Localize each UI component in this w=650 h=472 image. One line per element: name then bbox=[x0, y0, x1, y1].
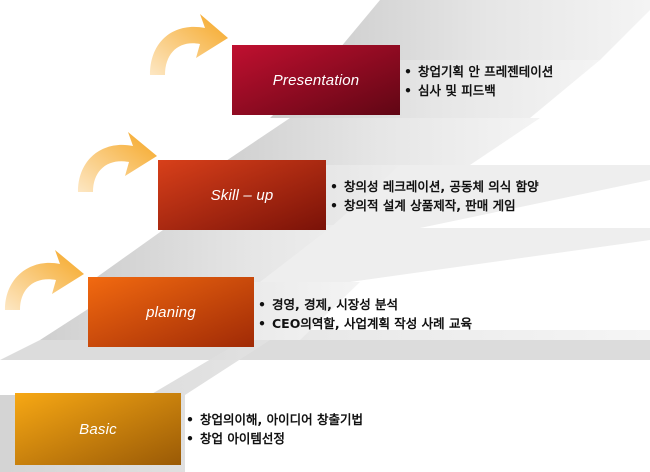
step-box-bg-planing bbox=[88, 277, 254, 347]
step-title: Basic bbox=[79, 420, 117, 438]
step-box-bg-presentation bbox=[232, 45, 400, 115]
bullet-list-presentation: •창업기획 안 프레젠테이션 •심사 및 피드백 bbox=[404, 62, 553, 100]
bullet-list-planing: •경영, 경제, 시장성 분석 •CEO의역할, 사업계획 작성 사례 교육 bbox=[258, 295, 472, 333]
bullet-item: •CEO의역할, 사업계획 작성 사례 교육 bbox=[258, 316, 472, 331]
bullet-item: •창업의이해, 아이디어 창출기법 bbox=[186, 412, 363, 427]
bullet-item: •창업기획 안 프레젠테이션 bbox=[404, 64, 554, 79]
bullet-item: •심사 및 피드백 bbox=[404, 83, 496, 98]
step-label-basic: Basic bbox=[15, 393, 181, 465]
arrow-icon-bottom bbox=[5, 250, 84, 310]
bullet-item: •창업 아이템선정 bbox=[186, 431, 285, 446]
step-label-presentation: Presentation bbox=[232, 45, 400, 115]
bullet-item: •창의적 설계 상품제작, 판매 게임 bbox=[330, 198, 516, 213]
step-title: Skill – up bbox=[210, 186, 274, 204]
step-title: planing bbox=[146, 303, 196, 321]
step-label-planing: planing bbox=[88, 277, 254, 347]
step-box-bg-basic bbox=[15, 393, 181, 465]
step-box-bg-skill-up bbox=[158, 160, 326, 230]
arrow-icon-middle bbox=[78, 132, 157, 192]
bullet-item: •창의성 레크레이션, 공동체 의식 함양 bbox=[330, 179, 539, 194]
step-title: Presentation bbox=[272, 71, 360, 89]
step-label-skill-up: Skill – up bbox=[158, 160, 326, 230]
arrow-icon-top bbox=[150, 14, 228, 75]
bullet-list-skill-up: •창의성 레크레이션, 공동체 의식 함양 •창의적 설계 상품제작, 판매 게… bbox=[330, 177, 539, 215]
bullet-list-basic: •창업의이해, 아이디어 창출기법 •창업 아이템선정 bbox=[186, 410, 363, 448]
bullet-item: •경영, 경제, 시장성 분석 bbox=[258, 297, 399, 312]
